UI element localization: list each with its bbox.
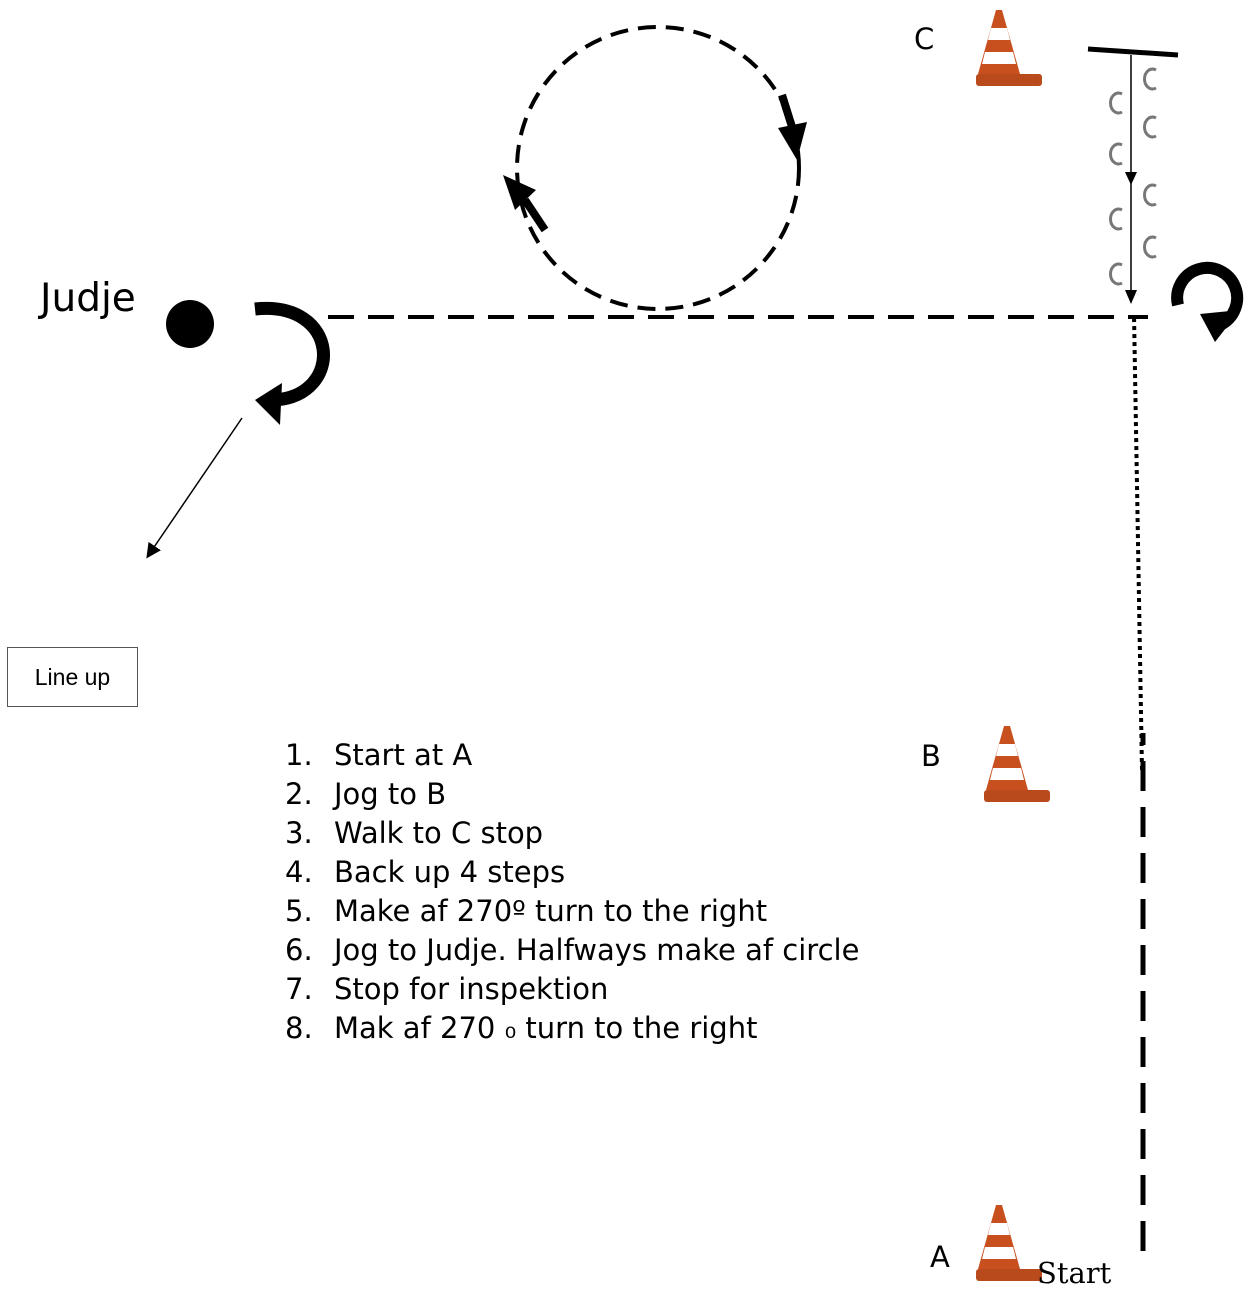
arrow-to-line-up bbox=[146, 417, 243, 559]
circle-arrow-right-icon bbox=[778, 93, 807, 160]
cone-c-label: C bbox=[914, 22, 935, 56]
horseshoe-icon bbox=[1109, 262, 1123, 286]
judge-dot-icon bbox=[166, 300, 214, 348]
list-item: 1.Start at A bbox=[285, 738, 473, 772]
list-item: 7.Stop for inspektion bbox=[285, 972, 609, 1006]
horseshoe-prints bbox=[1109, 67, 1157, 286]
horseshoe-icon bbox=[1143, 183, 1157, 207]
horseshoe-icon bbox=[1109, 142, 1123, 166]
cone-a-label: A bbox=[930, 1240, 950, 1274]
path-walk-b-to-c bbox=[1132, 314, 1144, 771]
stop-line bbox=[1087, 46, 1179, 58]
cone-b-label: B bbox=[921, 739, 941, 773]
list-item: 8.Mak af 270 ₀ turn to the right bbox=[285, 1011, 758, 1045]
backup-arrow-1 bbox=[1125, 172, 1137, 185]
instruction-list: 1.Start at A 2.Jog to B 3.Walk to C stop… bbox=[285, 736, 885, 1048]
backup-arrow-2 bbox=[1125, 290, 1137, 304]
list-item: 5.Make af 270º turn to the right bbox=[285, 894, 768, 928]
cone-b-traffic-cone-icon bbox=[984, 726, 1050, 802]
horseshoe-icon bbox=[1109, 207, 1123, 231]
turn-270-right-icon bbox=[1171, 261, 1244, 342]
cone-a-traffic-cone-icon bbox=[976, 1205, 1042, 1281]
horseshoe-icon bbox=[1143, 235, 1157, 259]
horseshoe-icon bbox=[1143, 67, 1157, 91]
path-circle bbox=[515, 25, 801, 311]
judge-label: Judje bbox=[40, 276, 136, 321]
horseshoe-icon bbox=[1143, 115, 1157, 139]
circle-arrow-left-icon bbox=[503, 175, 549, 233]
line-up-label: Line up bbox=[34, 663, 111, 690]
list-item: 2.Jog to B bbox=[285, 777, 447, 811]
cone-c-traffic-cone-icon bbox=[976, 10, 1042, 86]
start-label: Start bbox=[1037, 1256, 1112, 1290]
list-item: 3.Walk to C stop bbox=[285, 816, 544, 850]
list-item: 6.Jog to Judje. Halfways make af circle bbox=[285, 933, 860, 967]
horseshoe-icon bbox=[1109, 91, 1123, 115]
list-item: 4.Back up 4 steps bbox=[285, 855, 566, 889]
turn-270-judge-icon bbox=[254, 301, 330, 425]
line-up-box: Line up bbox=[7, 647, 138, 707]
